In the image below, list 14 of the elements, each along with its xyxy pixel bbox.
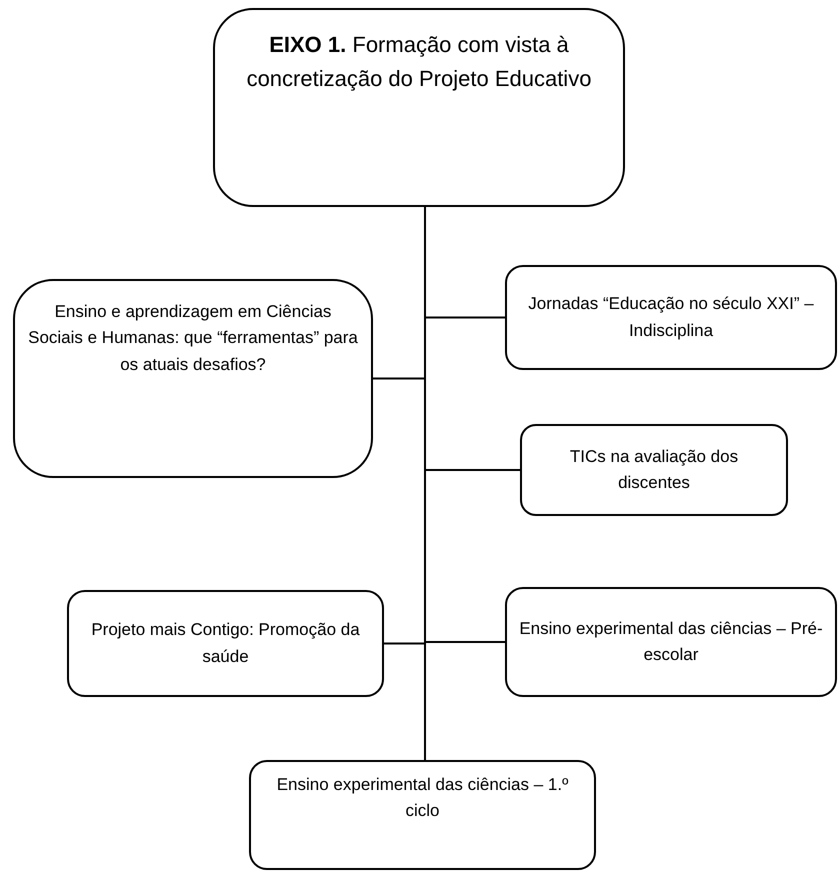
node-text: EIXO 1. Formação com vista à concretização do Projeto Educativo [246, 31, 592, 94]
node-text: Ensino experimental das ciências – 1.º ciclo [276, 774, 570, 822]
rounded-box [13, 279, 373, 478]
rounded-box [505, 265, 837, 370]
rounded-box [249, 760, 596, 870]
node-text: Ensino experimental das ciências – Pré-escolar [518, 618, 824, 666]
rounded-box [505, 587, 837, 697]
node-text: Jornadas “Educação no século XXI” – Indisciplina [527, 293, 815, 342]
node-text: TICs na avaliação dos discentes [568, 446, 740, 494]
rounded-box [67, 590, 384, 697]
rounded-box [213, 8, 625, 207]
node-text: Ensino e aprendizagem em Ciências Sociais e Humanas: que “ferramentas” para os atuais desafios? [27, 301, 359, 376]
node-text: Projeto mais Contigo: Promoção da saúde [90, 619, 361, 668]
rounded-box [520, 424, 788, 516]
